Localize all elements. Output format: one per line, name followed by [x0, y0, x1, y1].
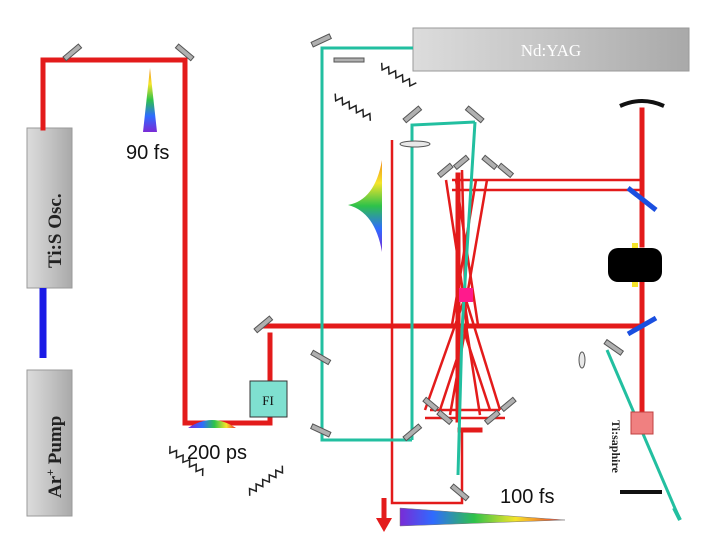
pulse-stretched [348, 160, 382, 252]
lens-upper [399, 140, 431, 148]
red-beam-paths [40, 57, 645, 433]
dichroic-upper [626, 186, 658, 212]
pockels-marker-top [632, 243, 638, 248]
nd-yag-label: Nd:YAG [521, 41, 581, 60]
ps-200-label: 200 ps [187, 442, 247, 464]
ti-sapphire-crystal [630, 411, 654, 435]
lens-right [578, 351, 586, 369]
ar-pump-sup: + [43, 469, 57, 476]
green-exit-arrowhead [672, 507, 682, 521]
ti-s-osc-label: Ti:S Osc. [45, 193, 66, 268]
ti-sapphire-label: Ti:saphire [609, 420, 623, 474]
gratings [169, 62, 417, 496]
ar-pump-box [26, 369, 73, 517]
output-arrow [376, 498, 392, 532]
nd-yag-box [412, 27, 690, 72]
pulse-200ps [188, 420, 236, 428]
fi-label: FI [262, 393, 274, 408]
fs-100-label: 100 fs [500, 486, 554, 508]
mirrors [62, 33, 625, 502]
ar-pump-label: Ar+ Pump [43, 416, 66, 498]
pulse-100fs [399, 507, 566, 527]
focus-spot [459, 288, 473, 302]
dichroic-lower [626, 315, 658, 337]
pockels-marker-bottom [632, 282, 638, 287]
green-beam [320, 46, 682, 521]
fs-90-label: 90 fs [126, 142, 169, 164]
pulse-90fs [143, 68, 157, 132]
ar-pump-suffix: Pump [45, 416, 66, 469]
faraday-isolator [249, 380, 288, 418]
red-thin-beams [390, 140, 642, 505]
pockels-cell [608, 248, 662, 282]
curved-end-mirror [619, 99, 665, 108]
ti-s-osc-box [26, 127, 73, 289]
ar-pump-text: Ar [45, 475, 66, 498]
